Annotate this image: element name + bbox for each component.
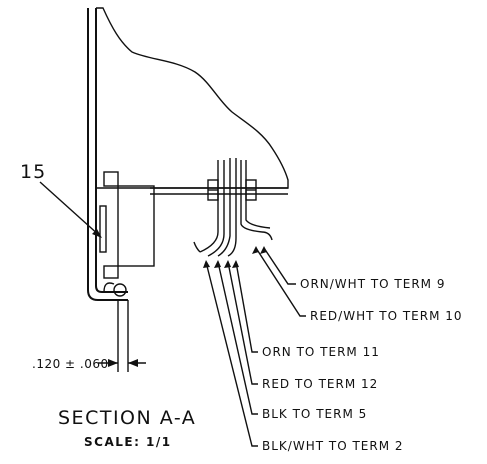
dimension: .120 ± .060 [32, 300, 146, 372]
section-scale: SCALE: 1/1 [84, 435, 172, 449]
section-title: SECTION A-A [58, 407, 196, 429]
bracket-wall [87, 8, 128, 301]
mounting-flange [150, 187, 288, 195]
broken-panel-outline [96, 7, 289, 189]
wire-label: ORN TO TERM 11 [262, 345, 380, 359]
wire-label: ORN/WHT TO TERM 9 [300, 277, 445, 291]
component-block [99, 171, 155, 279]
wire-label: RED/WHT TO TERM 10 [310, 309, 463, 323]
wire-label: RED TO TERM 12 [262, 377, 378, 391]
item-callout-number: 15 [20, 161, 46, 183]
wire-label: BLK/WHT TO TERM 2 [262, 439, 404, 453]
wire-bundle [193, 158, 273, 257]
flange-hardware [207, 179, 257, 201]
dimension-value: .120 ± .060 [32, 357, 109, 371]
item-callout: 15 [20, 161, 102, 238]
wire-leaders [203, 246, 306, 447]
wire-labels: ORN/WHT TO TERM 9 RED/WHT TO TERM 10 ORN… [262, 277, 463, 453]
wire-label: BLK TO TERM 5 [262, 407, 367, 421]
